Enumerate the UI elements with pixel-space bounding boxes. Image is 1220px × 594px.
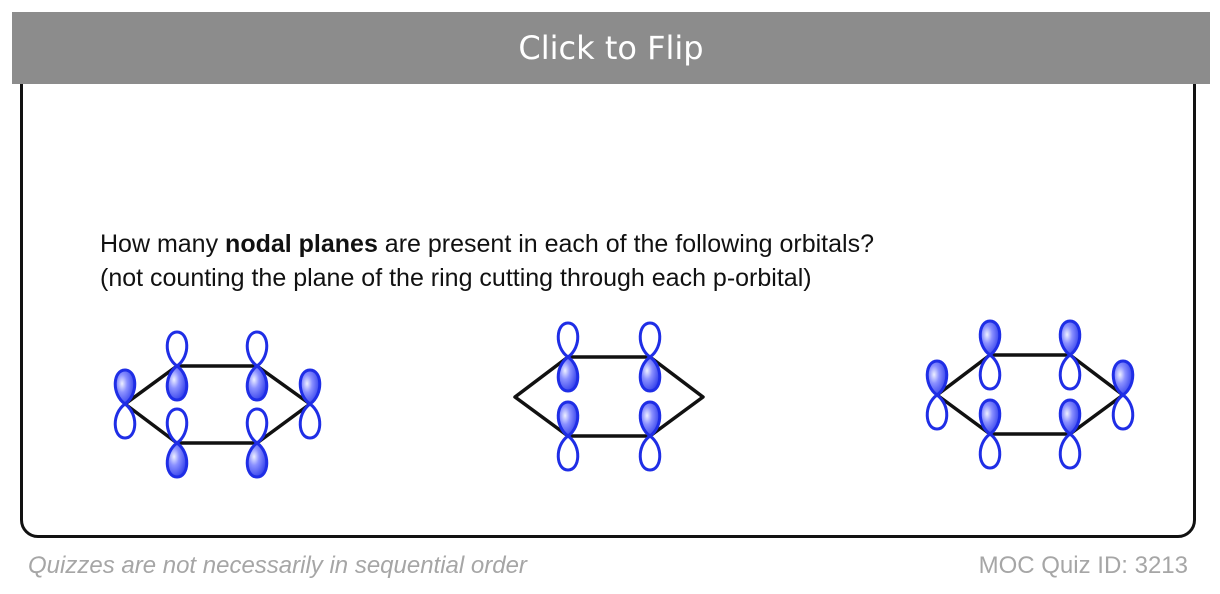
p-orbital: [245, 407, 269, 479]
quiz-order-note: Quizzes are not necessarily in sequentia…: [28, 552, 527, 579]
question-emphasis: nodal planes: [225, 230, 378, 258]
orbital-diagram-3[interactable]: [925, 319, 1135, 470]
p-orbital: [638, 400, 662, 472]
question-text: How many nodal planes are present in eac…: [100, 227, 874, 295]
p-orbital: [925, 359, 949, 431]
click-to-flip-button[interactable]: Click to Flip: [12, 12, 1210, 84]
p-orbital: [638, 321, 662, 393]
p-orbital: [165, 407, 189, 479]
p-orbital: [1111, 359, 1135, 431]
click-to-flip-label: Click to Flip: [518, 29, 704, 67]
question-line-1: How many nodal planes are present in eac…: [100, 230, 874, 258]
p-orbital: [298, 368, 322, 440]
p-orbital: [113, 368, 137, 440]
orbital-diagram-2[interactable]: [513, 321, 705, 472]
p-orbital: [556, 400, 580, 472]
p-orbital: [165, 330, 189, 402]
p-orbital: [556, 321, 580, 393]
p-orbital: [1058, 319, 1082, 391]
p-orbital: [978, 398, 1002, 470]
p-orbital: [245, 330, 269, 402]
quiz-id: MOC Quiz ID: 3213: [978, 552, 1188, 579]
question-line-2: (not counting the plane of the ring cutt…: [100, 264, 812, 292]
p-orbital: [1058, 398, 1082, 470]
orbital-diagram-1[interactable]: [113, 330, 322, 479]
p-orbital: [978, 319, 1002, 391]
